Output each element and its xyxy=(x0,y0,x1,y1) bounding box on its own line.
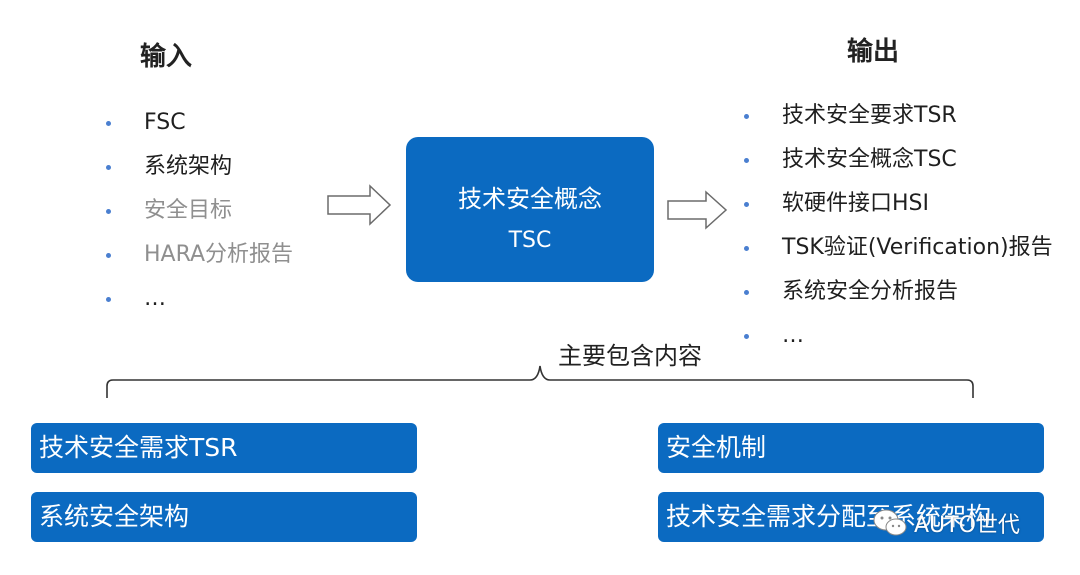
output-item-label: 软硬件接口HSI xyxy=(782,191,929,216)
brace-icon xyxy=(106,365,974,398)
input-item-more: … xyxy=(106,277,293,321)
content-box-tsr: 技术安全需求TSR xyxy=(31,423,417,473)
content-box-tsr-allocation: 技术安全需求分配至系统架构 xyxy=(658,492,1044,542)
watermark: AUTO世代 xyxy=(872,507,1020,539)
input-item-label: 安全目标 xyxy=(144,198,233,223)
main-contents-label: 主要包含内容 xyxy=(558,342,702,370)
bullet-dot xyxy=(106,165,111,170)
input-item-system-architecture: 系统架构 xyxy=(106,145,293,189)
bullet-dot xyxy=(744,158,749,163)
input-item-fsc: FSC xyxy=(106,101,293,145)
content-box-system-safety-architecture: 系统安全架构 xyxy=(31,492,417,542)
bullet-dot xyxy=(744,334,749,339)
tsc-center-box: 技术安全概念 TSC xyxy=(406,137,654,282)
bullet-dot xyxy=(106,209,111,214)
bullet-dot xyxy=(744,246,749,251)
output-item-label: TSK验证(Verification)报告 xyxy=(782,235,1053,260)
wechat-icon xyxy=(873,509,907,536)
input-arrow-icon xyxy=(327,184,392,226)
tsc-title: 技术安全概念 xyxy=(458,185,602,213)
output-heading: 输出 xyxy=(847,37,900,67)
tsc-abbr: TSC xyxy=(508,228,552,253)
output-list: 技术安全要求TSR 技术安全概念TSC 软硬件接口HSI TSK验证(Verif… xyxy=(744,94,1053,358)
watermark-text: AUTO世代 xyxy=(914,513,1020,538)
input-item-hara-report: HARA分析报告 xyxy=(106,233,293,277)
input-item-label: HARA分析报告 xyxy=(144,242,294,267)
output-arrow-icon xyxy=(667,190,728,230)
bullet-dot xyxy=(106,253,111,258)
input-item-label: … xyxy=(144,286,166,311)
input-item-label: 系统架构 xyxy=(144,154,233,179)
output-item-verification-report: TSK验证(Verification)报告 xyxy=(744,226,1053,270)
output-item-more: … xyxy=(744,314,1053,358)
output-item-safety-analysis-report: 系统安全分析报告 xyxy=(744,270,1053,314)
input-item-label: FSC xyxy=(144,110,186,135)
output-item-tsc: 技术安全概念TSC xyxy=(744,138,1053,182)
bullet-dot xyxy=(744,114,749,119)
input-item-safety-goal: 安全目标 xyxy=(106,189,293,233)
bullet-dot xyxy=(744,202,749,207)
bullet-dot xyxy=(106,297,111,302)
content-box-safety-mechanism: 安全机制 xyxy=(658,423,1044,473)
input-list: FSC 系统架构 安全目标 HARA分析报告 … xyxy=(106,101,293,321)
output-item-label: 技术安全要求TSR xyxy=(782,103,957,128)
input-heading: 输入 xyxy=(140,42,193,72)
output-item-hsi: 软硬件接口HSI xyxy=(744,182,1053,226)
output-item-tsr: 技术安全要求TSR xyxy=(744,94,1053,138)
output-item-label: 系统安全分析报告 xyxy=(782,279,959,304)
bullet-dot xyxy=(744,290,749,295)
bullet-dot xyxy=(106,121,111,126)
output-item-label: … xyxy=(782,323,804,348)
output-item-label: 技术安全概念TSC xyxy=(782,147,957,172)
